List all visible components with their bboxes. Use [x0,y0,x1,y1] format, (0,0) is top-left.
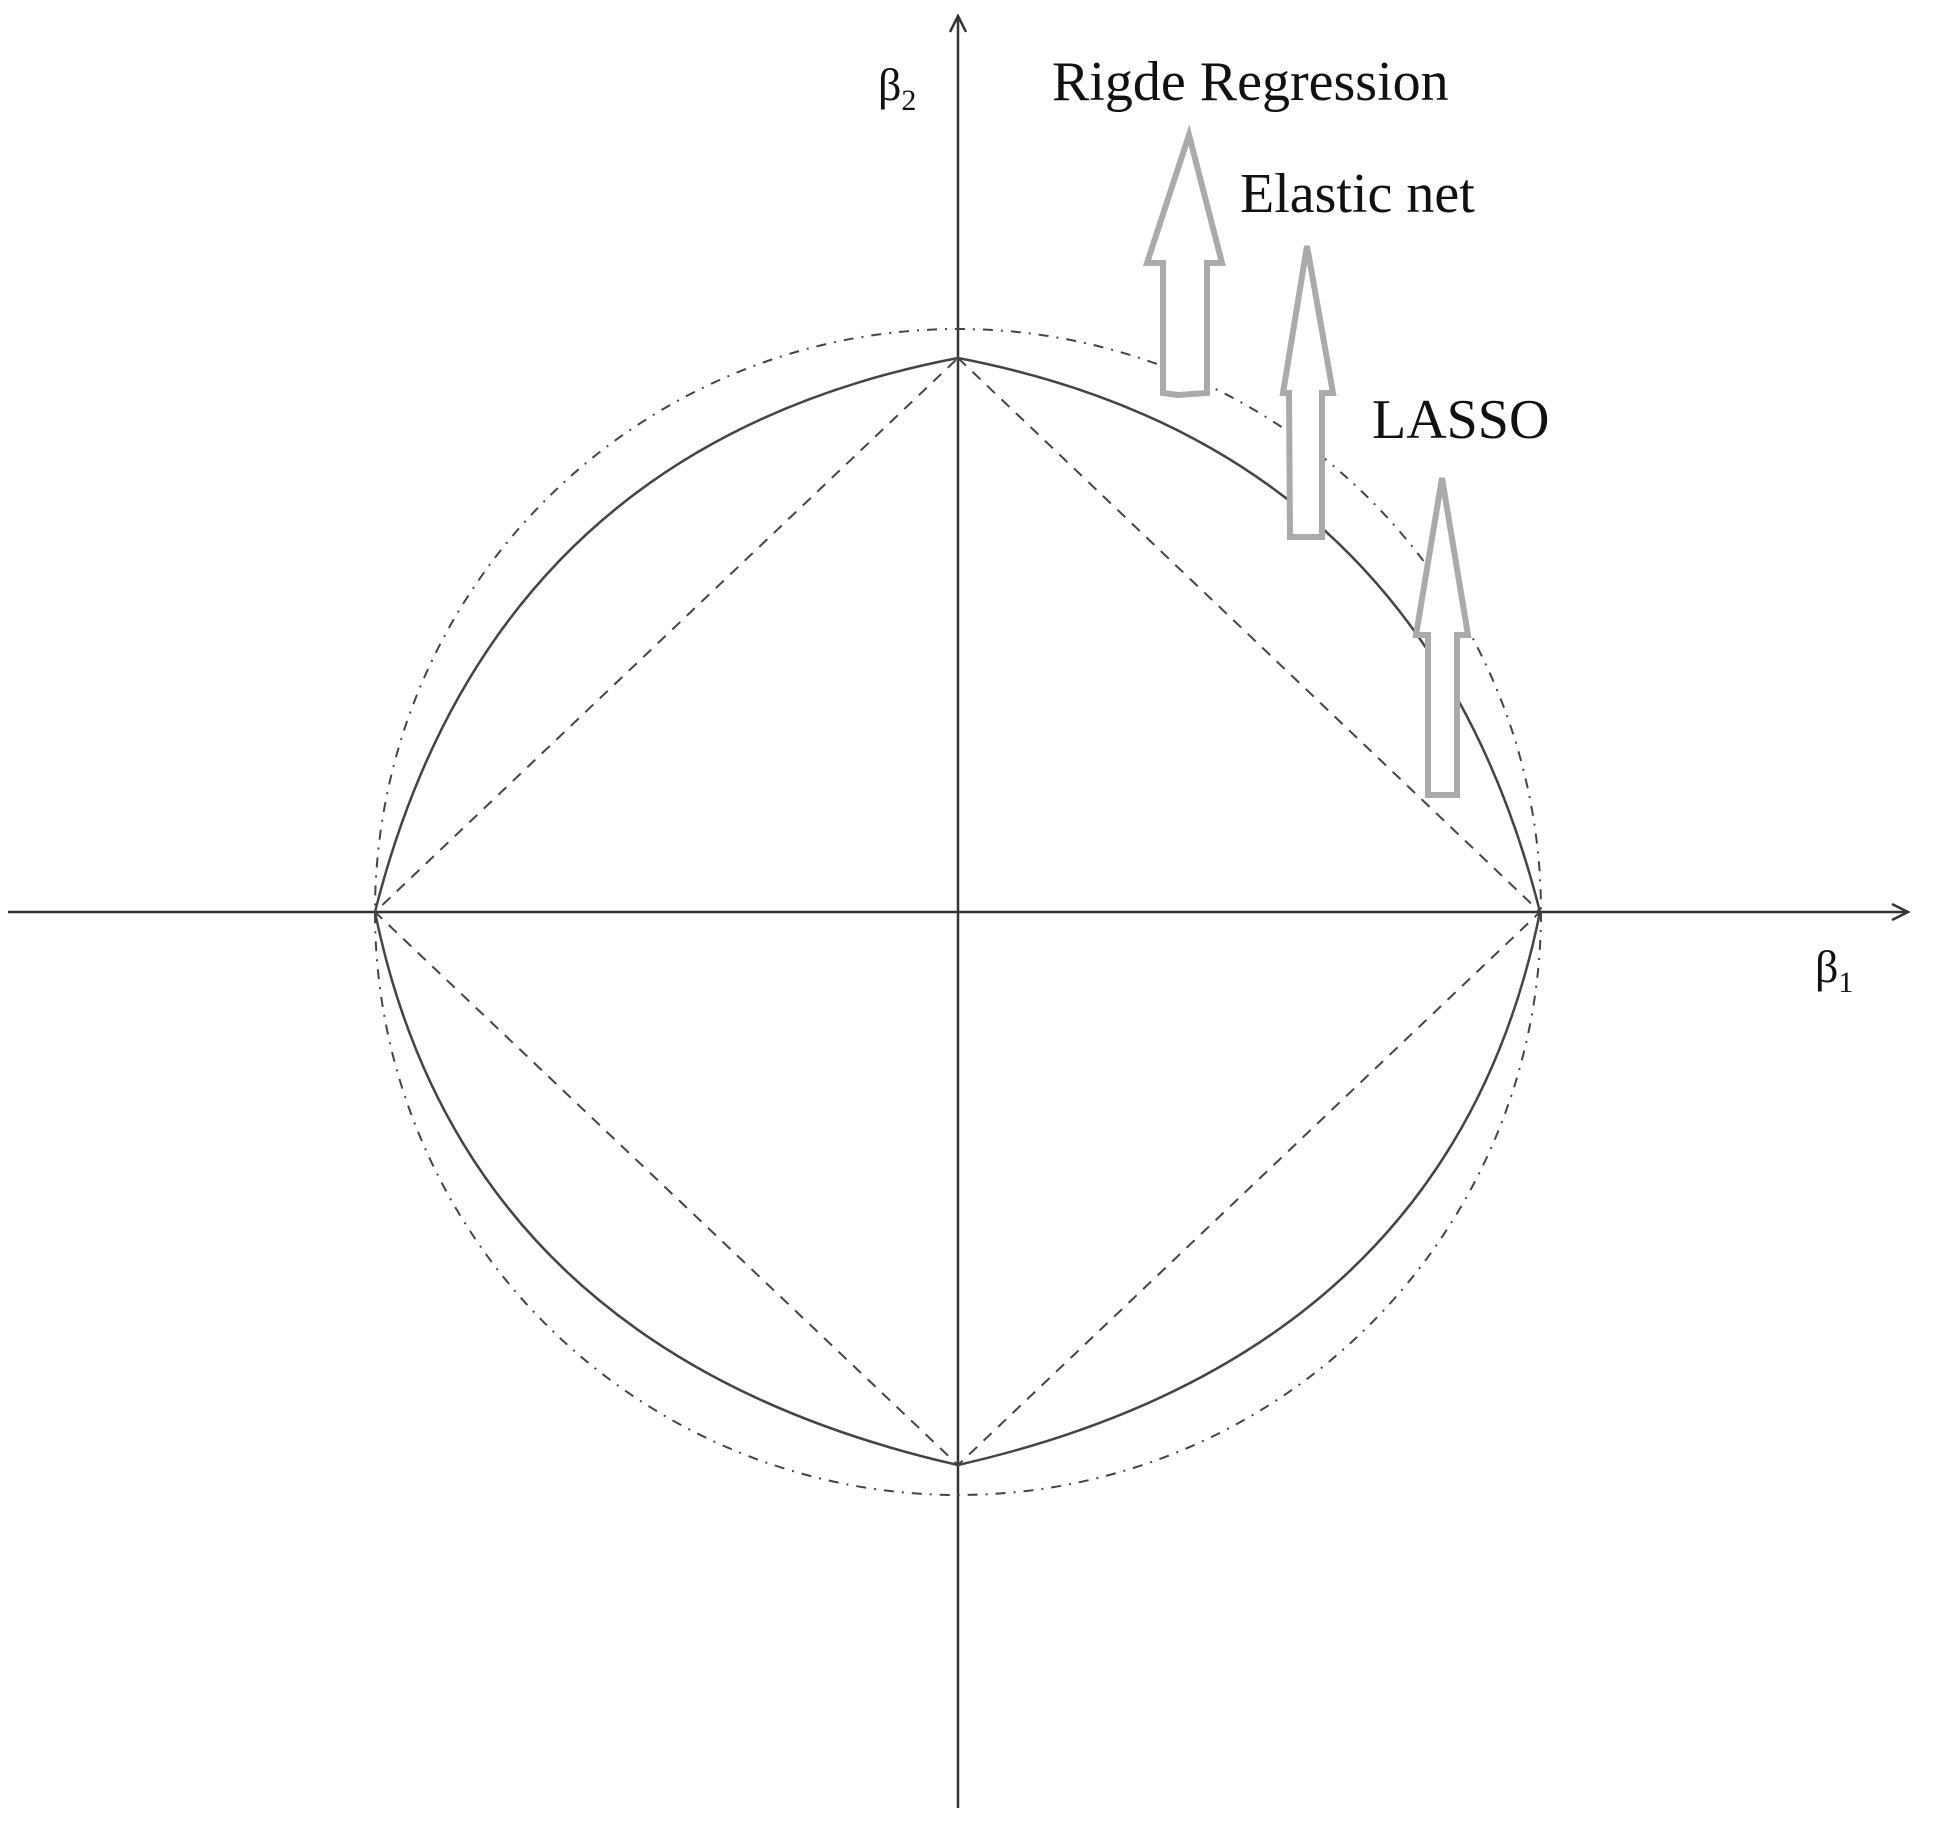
ridge-regression-label: Rigde Regression [1052,51,1449,113]
lasso-diamond [373,356,1542,1467]
y-axis-label: β2 [878,59,916,117]
elastic-net-arrow [1279,245,1337,540]
x-axis-label: β1 [1815,941,1853,999]
elastic-net-label: Elastic net [1240,163,1475,225]
lasso-label: LASSO [1372,389,1549,451]
ridge-arrow [1142,124,1226,399]
lasso-arrow [1412,477,1472,798]
